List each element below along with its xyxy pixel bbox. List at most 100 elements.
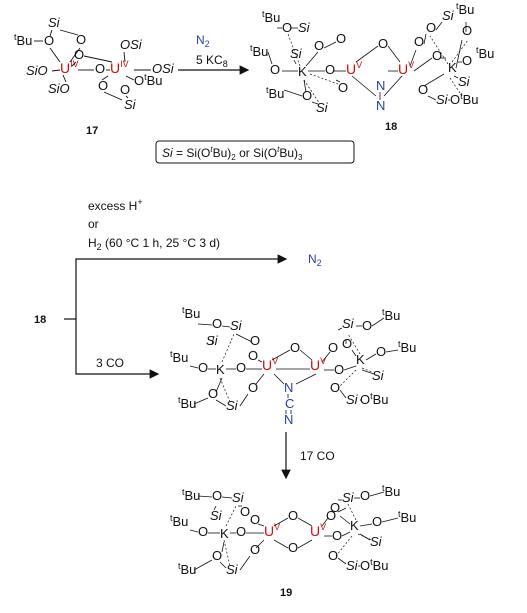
si-atom: Si: [232, 490, 245, 505]
si-atom: Si: [48, 15, 61, 30]
si-atom: Si: [346, 558, 359, 573]
oxygen-atom: O: [76, 32, 86, 47]
nitrogen-atom: N: [284, 412, 293, 427]
legend-box: Si = Si(OtBu)2 or Si(OtBu)3: [155, 140, 355, 164]
nitrogen-atom: N: [376, 78, 385, 93]
oxygen-atom: O: [236, 360, 246, 375]
compound-17: Si tBu O O SiO UIV O UIV O OSi OSi SiO O…: [14, 15, 175, 137]
potassium-atom: K: [298, 64, 307, 79]
potassium-atom: K: [220, 526, 229, 541]
si-atom: Si: [298, 20, 311, 35]
oxygen-atom: O: [314, 38, 324, 53]
oxygen-atom: O: [198, 524, 208, 539]
uranium-v-atom: UV: [310, 356, 326, 373]
oxygen-atom: O: [326, 508, 336, 523]
uranium-v-atom: UV: [262, 356, 278, 373]
si-atom: Si: [458, 74, 471, 89]
tbu-group: tBu: [398, 339, 416, 355]
compound-label-19: 19: [280, 587, 292, 599]
uranium-iv-atom: UIV: [110, 59, 129, 76]
reagent-17-co: 17 CO: [300, 449, 335, 463]
oxygen-atom: O: [328, 340, 338, 355]
oxygen-atom: O: [288, 540, 298, 555]
oxygen-atom: O: [328, 548, 338, 563]
si-o-group: SiO: [48, 81, 70, 96]
oxygen-atom: O: [95, 61, 105, 76]
oxygen-atom: O: [462, 53, 472, 68]
si-atom: Si: [226, 398, 239, 413]
oxygen-atom: O: [250, 542, 260, 557]
oxygen-atom: O: [74, 47, 84, 62]
otbu-group: OtBu: [360, 391, 389, 407]
tbu-group: tBu: [456, 1, 474, 17]
potassium-atom: K: [216, 362, 225, 377]
reaction-arrow-2: [64, 254, 288, 379]
oxygen-atom: O: [240, 504, 250, 519]
oxygen-atom: O: [250, 512, 260, 527]
potassium-atom: K: [448, 60, 457, 75]
oxygen-atom: O: [378, 36, 388, 51]
oxygen-atom: O: [236, 524, 246, 539]
si-atom: Si: [230, 318, 243, 333]
tbu-group: tBu: [398, 509, 416, 525]
oxygen-atom: O: [360, 488, 370, 503]
oxygen-atom: O: [212, 488, 222, 503]
oxygen-atom: O: [250, 333, 260, 348]
oxygen-atom: O: [330, 380, 340, 395]
compound-19: tBu O Si Si O tBu O K O O UV O O UV O O …: [170, 483, 416, 599]
oxygen-atom: O: [288, 508, 298, 523]
oxygen-atom: O: [462, 23, 472, 38]
otbu-group: OtBu: [450, 91, 479, 107]
compound-18: tBu O Si tBu Si O O O K O UV O UV N N O …: [250, 1, 494, 133]
si-atom: Si: [372, 368, 385, 383]
oxygen-atom: O: [270, 62, 280, 77]
si-atom: Si: [346, 392, 359, 407]
condition-or: or: [88, 217, 99, 231]
tbu-group: tBu: [382, 483, 400, 499]
si-atom: Si: [442, 8, 455, 23]
tbu-group: tBu: [266, 85, 284, 101]
condition-excess-acid: excess H+: [88, 197, 143, 213]
oxygen-atom: O: [212, 316, 222, 331]
oxygen-atom: O: [98, 78, 108, 93]
oxygen-atom: O: [120, 82, 130, 97]
si-atom: Si: [290, 46, 303, 61]
reagent-kc8: 5 KC8: [196, 53, 228, 69]
oxygen-atom: O: [302, 88, 312, 103]
oxygen-atom: O: [325, 62, 335, 77]
si-atom: Si: [342, 316, 355, 331]
product-n2: N2: [308, 252, 322, 268]
si-atom: Si: [436, 92, 449, 107]
oxygen-atom: O: [376, 344, 386, 359]
legend-text: Si = Si(OtBu)2 or Si(OtBu)3: [162, 145, 303, 162]
si-o-group: SiO: [26, 63, 48, 78]
uranium-v-atom: UV: [346, 60, 362, 77]
oxygen-atom: O: [414, 34, 424, 49]
uranium-v-atom: UV: [310, 522, 326, 539]
tbu-group: tBu: [170, 349, 188, 365]
tbu-group: tBu: [14, 32, 32, 48]
oxygen-atom: O: [332, 528, 342, 543]
compound-label-18: 18: [385, 121, 397, 133]
tbu-group: tBu: [182, 305, 200, 321]
compound-label-18-start: 18: [34, 314, 46, 326]
si-atom: Si: [342, 490, 355, 505]
oxygen-atom: O: [248, 380, 258, 395]
tbu-group: tBu: [182, 487, 200, 503]
si-atom: Si: [226, 562, 239, 577]
oxygen-atom: O: [198, 360, 208, 375]
potassium-atom: K: [350, 518, 359, 533]
oxygen-atom: O: [432, 48, 442, 63]
oxygen-atom: O: [362, 318, 372, 333]
carbon-atom: C: [285, 396, 294, 411]
oxygen-atom: O: [342, 336, 352, 351]
o-si-group: OSi: [120, 37, 143, 52]
reagent-3-co: 3 CO: [96, 356, 124, 370]
oxygen-atom: O: [334, 362, 344, 377]
oxygen-atom: O: [426, 20, 436, 35]
tbu-group: tBu: [262, 9, 280, 25]
si-atom: Si: [370, 534, 383, 549]
tbu-group: tBu: [250, 43, 268, 59]
oxygen-atom: O: [248, 348, 258, 363]
